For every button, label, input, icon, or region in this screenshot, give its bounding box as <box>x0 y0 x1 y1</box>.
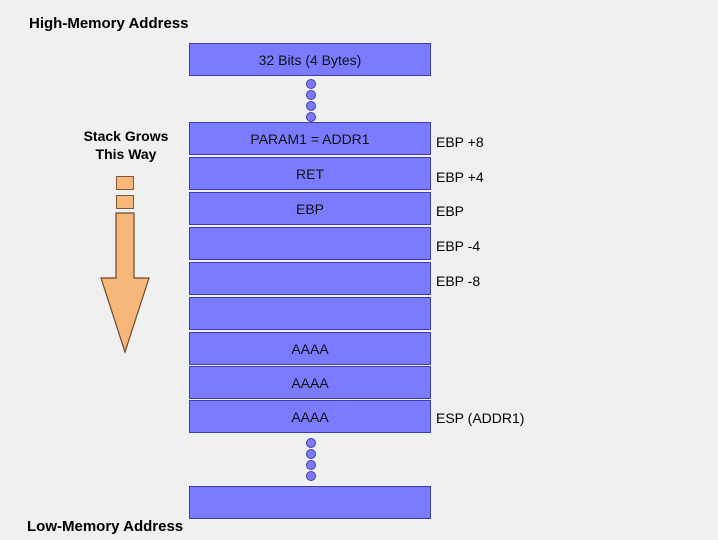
stack-cell-ebp-minus-4 <box>189 227 431 260</box>
stack-cell-bottom <box>189 486 431 519</box>
ellipsis-dot <box>306 101 316 111</box>
stack-cell-ret: RET <box>189 157 431 190</box>
stack-cell-aaaa-2: AAAA <box>189 366 431 399</box>
stack-cell-param1: PARAM1 = ADDR1 <box>189 122 431 155</box>
ellipsis-dot <box>306 471 316 481</box>
ellipsis-dot <box>306 449 316 459</box>
stack-cell-aaaa-3: AAAA <box>189 400 431 433</box>
offset-label-ebp: EBP <box>436 203 465 219</box>
word-size-cell: 32 Bits (4 Bytes) <box>189 43 431 76</box>
ellipsis-dot <box>306 460 316 470</box>
ellipsis-dot <box>306 79 316 89</box>
down-arrow-icon <box>100 212 150 354</box>
stack-grows-line2: This Way <box>95 146 157 162</box>
stack-cell-aaaa-1: AAAA <box>189 332 431 365</box>
ellipsis-dot <box>306 112 316 122</box>
offset-label-esp: ESP (ADDR1) <box>436 410 525 426</box>
high-memory-label: High-Memory Address <box>29 15 189 32</box>
stack-cell-empty <box>189 297 431 330</box>
offset-label-ebp-minus-4: EBP -4 <box>436 238 481 254</box>
offset-label-ebp-plus-8: EBP +8 <box>436 134 484 150</box>
low-memory-label: Low-Memory Address <box>27 518 184 535</box>
arrow-dash-1 <box>116 176 134 190</box>
stack-grows-label: Stack Grows This Way <box>76 127 176 163</box>
stack-cell-ebp: EBP <box>189 192 431 225</box>
ellipsis-dot <box>306 438 316 448</box>
arrow-dash-2 <box>116 195 134 209</box>
ellipsis-dot <box>306 90 316 100</box>
offset-label-ebp-plus-4: EBP +4 <box>436 169 484 185</box>
stack-grows-line1: Stack Grows <box>83 128 169 144</box>
stack-cell-ebp-minus-8 <box>189 262 431 295</box>
offset-label-ebp-minus-8: EBP -8 <box>436 273 481 289</box>
